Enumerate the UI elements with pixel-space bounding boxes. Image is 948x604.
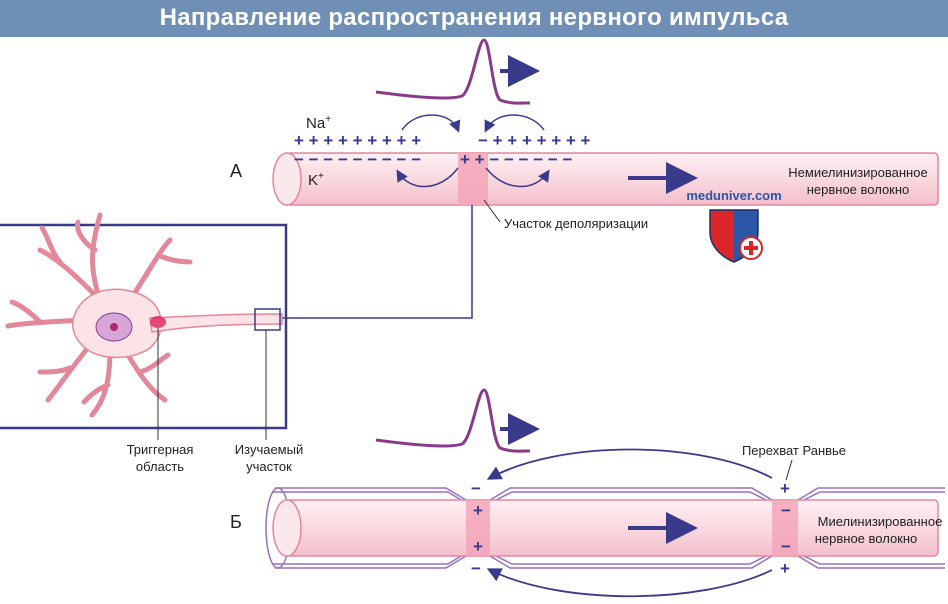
action-potential-b xyxy=(375,388,531,453)
trigger-label-line1: Триггерная xyxy=(127,442,194,457)
node-charges: − + + − + − − + xyxy=(471,479,791,578)
node-pointer xyxy=(785,459,793,481)
fiber-b-end xyxy=(272,499,302,557)
trigger-label-line2: область xyxy=(136,459,184,474)
svg-text:+ + + + + + + + +: + + + + + + + + + xyxy=(294,131,421,150)
section-b-letter: Б xyxy=(230,512,242,532)
connector-line xyxy=(282,205,473,319)
current-loop-left-inside xyxy=(396,167,459,188)
negative-charges-inside: − − − − − − − − − + + − − − − − − xyxy=(294,150,573,169)
nerve-impulse-diagram: Na+ + + + + + + + + + − + + + + + + + − … xyxy=(0,38,945,598)
current-loop-left-top xyxy=(401,114,461,133)
svg-text:− − − − − − − − −: − − − − − − − − − xyxy=(294,150,421,169)
neuron-cell xyxy=(5,212,283,418)
saltatory-arc-top xyxy=(486,448,773,480)
positive-charges-outside: + + + + + + + + + − + + + + + + + xyxy=(294,131,591,150)
svg-text:+: + xyxy=(780,479,790,498)
svg-text:−: − xyxy=(471,479,481,498)
svg-text:−: − xyxy=(471,559,481,578)
myelin-sheath-middle xyxy=(489,487,773,569)
na-label: Na+ xyxy=(306,114,331,132)
node-of-ranvier-label: Перехват Ранвье xyxy=(742,443,846,458)
watermark-text: meduniver.com xyxy=(686,188,781,203)
watermark-shield-icon xyxy=(709,209,763,263)
myelinated-label-line1: Миелинизированное xyxy=(818,514,943,529)
depolarization-label: Участок деполяризации xyxy=(504,216,648,231)
page-title: Направление распространения нервного имп… xyxy=(159,4,789,31)
node-of-ranvier-2 xyxy=(772,500,798,556)
nucleolus xyxy=(110,323,118,331)
node-of-ranvier-1 xyxy=(466,500,490,556)
svg-text:+ + − − − − − −: + + − − − − − − xyxy=(460,150,573,169)
trigger-zone-highlight xyxy=(150,316,166,328)
current-loop-right-inside xyxy=(485,167,550,188)
studied-label-line2: участок xyxy=(246,459,292,474)
depolarization-zone xyxy=(458,153,488,205)
current-loop-right-top xyxy=(484,114,545,133)
depolarization-pointer xyxy=(483,199,501,223)
neuron-frame xyxy=(0,223,288,430)
studied-segment-box xyxy=(254,308,281,331)
section-a-letter: А xyxy=(230,161,242,181)
unmyelinated-label-line1: Немиелинизированное xyxy=(788,165,927,180)
action-potential-a xyxy=(375,38,531,105)
unmyelinated-label-line2: нервное волокно xyxy=(807,182,910,197)
svg-text:+: + xyxy=(473,537,483,556)
svg-text:− + + + + + + +: − + + + + + + + xyxy=(478,131,591,150)
svg-text:−: − xyxy=(781,501,791,520)
studied-label-line1: Изучаемый xyxy=(235,442,303,457)
fiber-a-end xyxy=(272,152,302,206)
title-bar xyxy=(0,0,948,37)
myelinated-label-line2: нервное волокно xyxy=(815,531,918,546)
svg-text:+: + xyxy=(780,559,790,578)
saltatory-arc-bottom xyxy=(486,568,773,598)
svg-text:−: − xyxy=(781,537,791,556)
svg-text:+: + xyxy=(473,501,483,520)
k-label: K+ xyxy=(308,171,324,189)
